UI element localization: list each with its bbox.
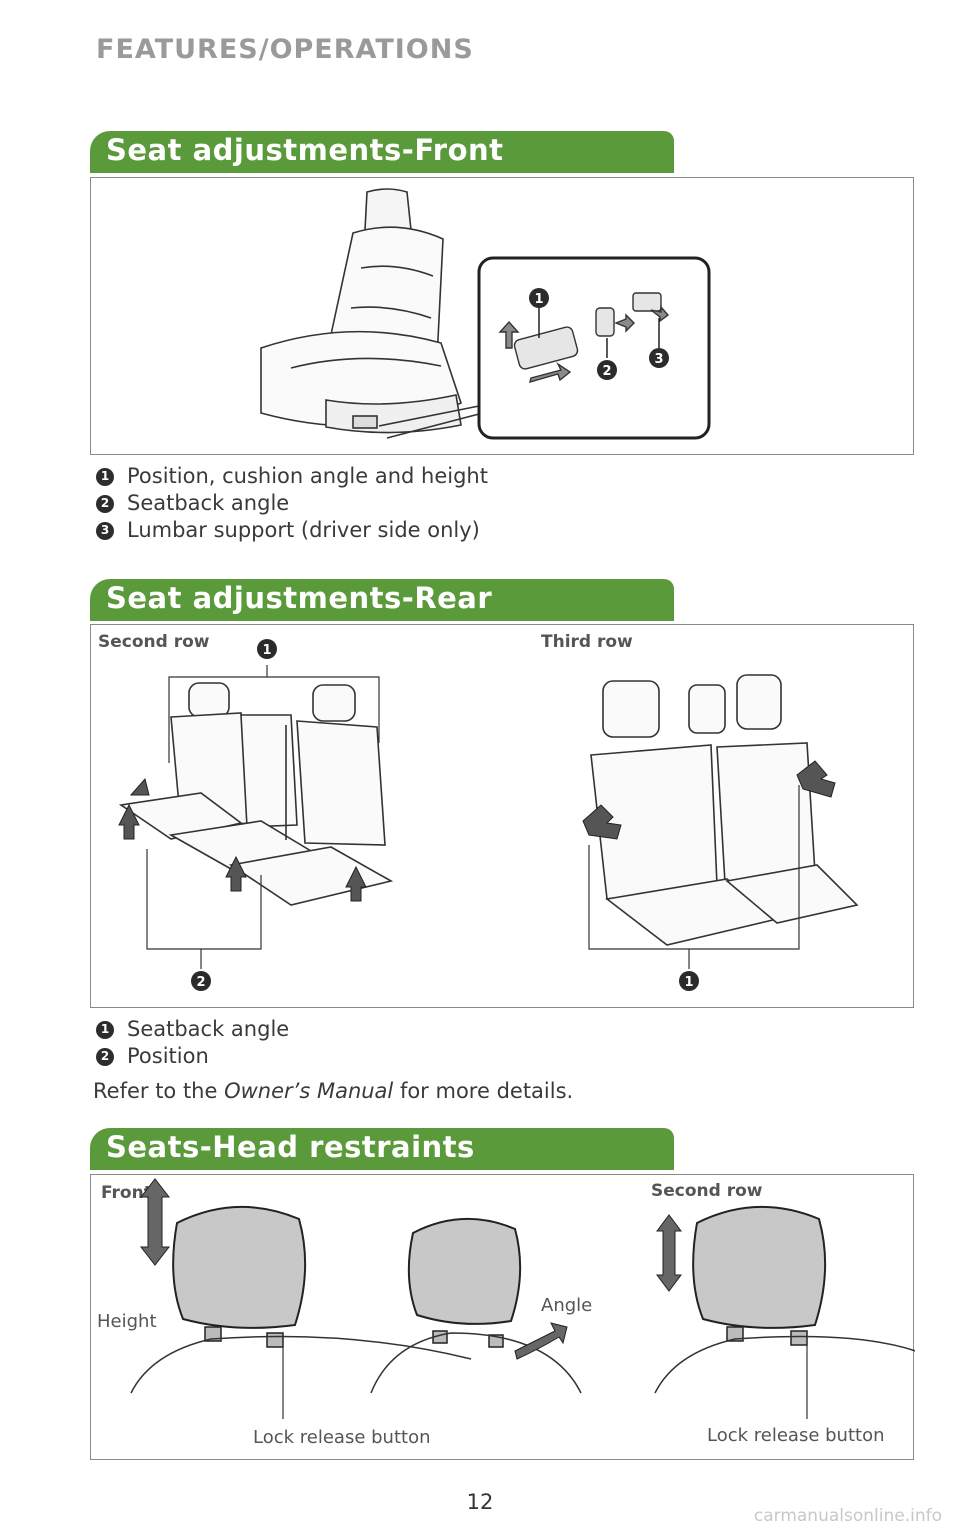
front-callout-3: 3: [654, 352, 663, 367]
third-row-seat-drawing: [590, 674, 859, 946]
second-row-arrows: [118, 777, 367, 902]
legend-item: 3 Lumbar support (driver side only): [96, 517, 488, 544]
front-label: Front: [101, 1183, 152, 1203]
rear-seat-illustration: Second row Third row: [90, 624, 914, 1008]
headrest-drawings: [172, 1206, 827, 1329]
third-row-leader-lines: [588, 785, 800, 969]
section-header: FEATURES/OPERATIONS: [96, 34, 474, 65]
front-seat-illustration: 1 2 3: [90, 177, 914, 455]
legend-item: 2 Seatback angle: [96, 490, 488, 517]
legend-text: Position: [127, 1044, 209, 1068]
watermark: carmanualsonline.info: [753, 1506, 942, 1526]
second-row-callout-top: 1: [262, 643, 271, 658]
front-section-title: Seat adjustments-Front: [106, 133, 504, 167]
front-legend: 1 Position, cushion angle and height 2 S…: [96, 463, 488, 544]
manual-reference-note: Refer to the Owner’s Manual for more det…: [93, 1079, 573, 1103]
lock-release-leaders: [282, 1341, 808, 1419]
lock-release-label-front: Lock release button: [253, 1427, 431, 1448]
front-controls-drawing: [498, 292, 670, 384]
seatback-outlines: [130, 1332, 915, 1394]
third-row-arrows: [582, 760, 836, 840]
angle-label: Angle: [541, 1295, 593, 1316]
note-suffix: for more details.: [393, 1079, 574, 1103]
second-row-label: Second row: [98, 632, 210, 652]
third-row-label: Third row: [541, 632, 633, 652]
note-prefix: Refer to the: [93, 1079, 225, 1103]
legend-text: Position, cushion angle and height: [127, 464, 488, 488]
legend-item: 1 Seatback angle: [96, 1016, 289, 1043]
second-row-label: Second row: [651, 1181, 763, 1201]
owners-manual-text: Owner’s Manual: [224, 1079, 394, 1103]
legend-text: Lumbar support (driver side only): [127, 518, 480, 542]
legend-item: 1 Position, cushion angle and height: [96, 463, 488, 490]
legend-badge: 1: [96, 467, 114, 486]
legend-text: Seatback angle: [127, 1017, 290, 1041]
legend-item: 2 Position: [96, 1043, 289, 1070]
second-row-leader-lines: [146, 665, 380, 969]
second-row-callout-bottom: 2: [196, 975, 205, 990]
second-row-seat-drawing: [118, 682, 394, 906]
height-label: Height: [97, 1311, 157, 1332]
page-number: 12: [466, 1490, 494, 1514]
front-section-banner: Seat adjustments-Front: [90, 131, 674, 173]
front-callout-badges: 1 2 3: [529, 288, 669, 380]
rear-callout-badges: 1 2 1: [191, 639, 699, 991]
head-restraints-illustration: Front Second row Height Angle Lock relea…: [90, 1174, 915, 1460]
legend-badge: 3: [96, 521, 114, 540]
legend-badge: 2: [96, 1047, 114, 1066]
rear-section-banner: Seat adjustments-Rear: [90, 579, 674, 621]
adjust-arrows: [139, 1178, 682, 1360]
third-row-callout-bottom: 1: [684, 975, 693, 990]
rear-section-title: Seat adjustments-Rear: [106, 581, 493, 615]
front-callout-1: 1: [534, 292, 543, 307]
head-restraints-banner: Seats-Head restraints: [90, 1128, 674, 1170]
legend-badge: 2: [96, 494, 114, 513]
lock-release-label-second: Lock release button: [707, 1425, 885, 1446]
front-callout-2: 2: [602, 364, 611, 379]
head-restraints-title: Seats-Head restraints: [106, 1130, 475, 1164]
legend-text: Seatback angle: [127, 491, 290, 515]
front-seat-drawing: [260, 188, 480, 439]
rear-legend: 1 Seatback angle 2 Position: [96, 1016, 289, 1070]
legend-badge: 1: [96, 1020, 114, 1039]
front-callout-arrows: [538, 308, 660, 358]
